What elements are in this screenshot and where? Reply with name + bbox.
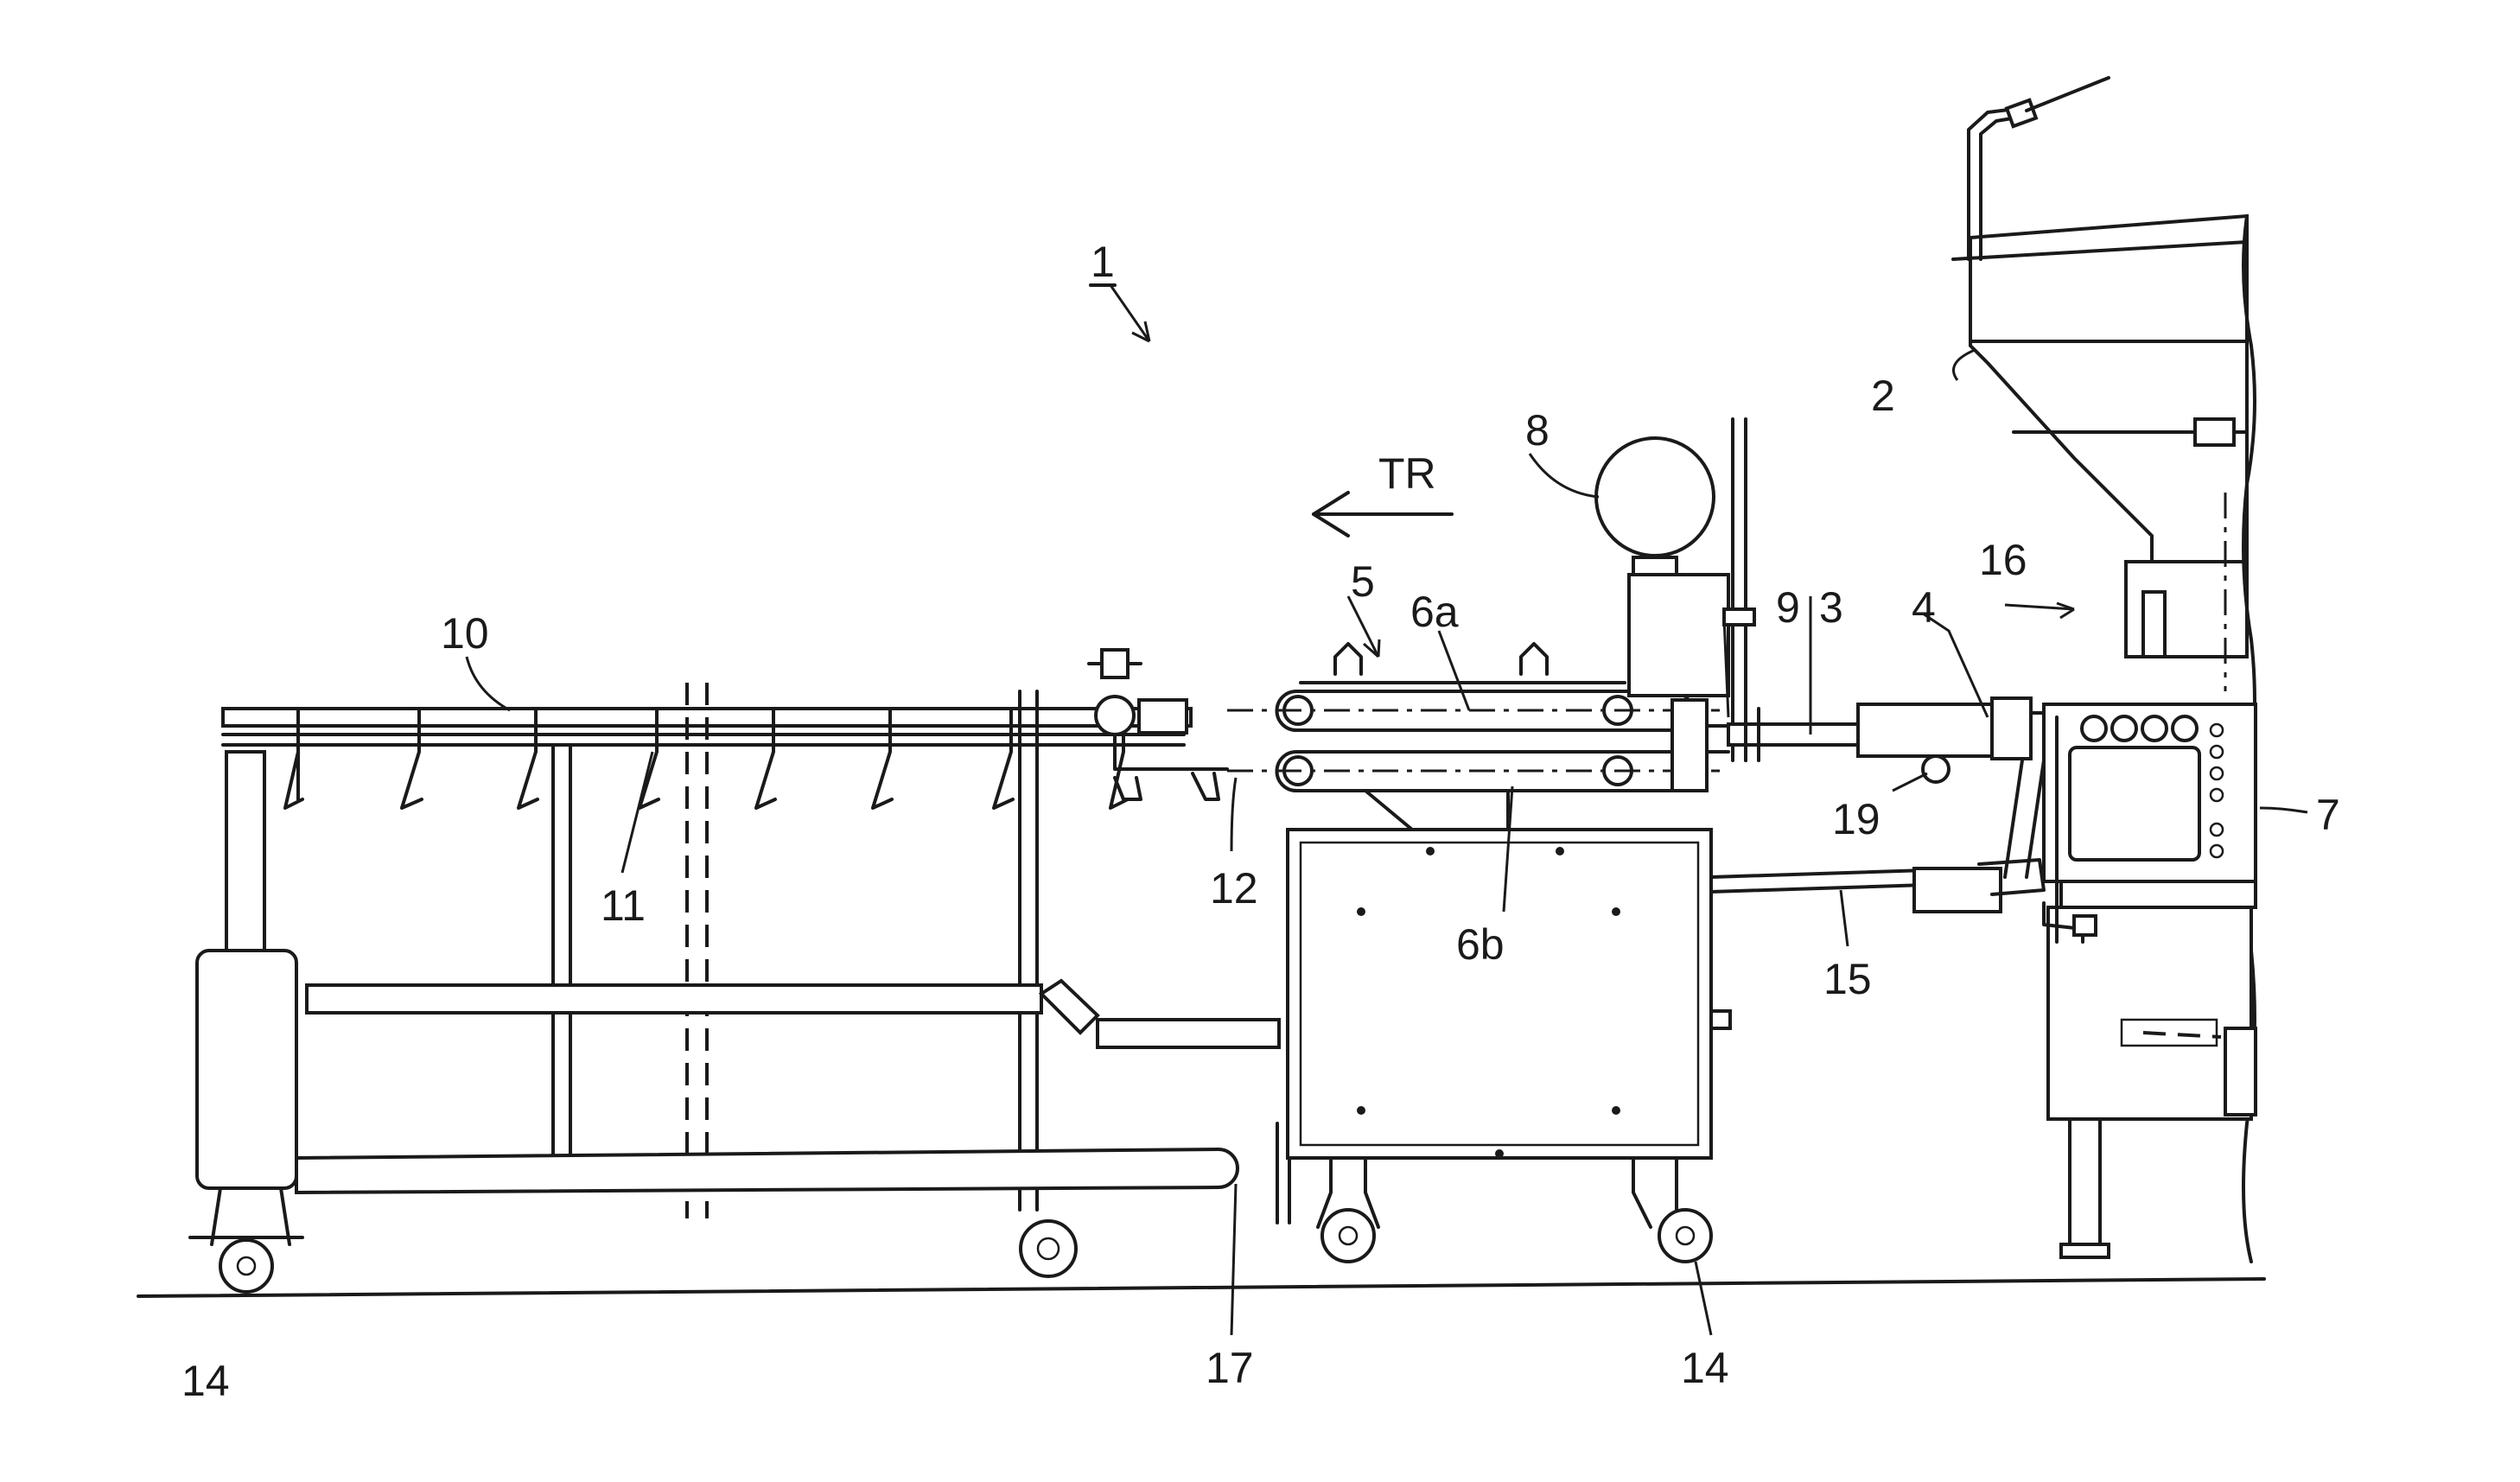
- reference-labels: 1 2 TR 8 16 5 6a 9 3 4 10 19 7 11 12 6b …: [181, 238, 2340, 1405]
- part-4: [1858, 704, 1992, 756]
- chute: [1041, 981, 1098, 1033]
- shelf: [307, 985, 1041, 1013]
- hanging-line-trolley: [190, 650, 1289, 1292]
- label-7: 7: [2316, 791, 2340, 839]
- label-6b: 6b: [1456, 920, 1505, 969]
- direction-arrow: [1314, 493, 1452, 536]
- filling-machine: [1711, 78, 2256, 1262]
- display: [2070, 747, 2199, 860]
- label-3: 3: [1819, 583, 1843, 632]
- label-tr: TR: [1378, 449, 1436, 498]
- label-17: 17: [1206, 1344, 1254, 1392]
- label-11: 11: [601, 881, 646, 930]
- bottom-bar-17: [296, 1149, 1238, 1193]
- caster-cabinet-right: [1659, 1210, 1711, 1262]
- reel-housing: [1629, 575, 1728, 696]
- left-post: [226, 752, 264, 951]
- reel-8: [1596, 438, 1714, 556]
- label-10: 10: [441, 609, 489, 658]
- label-1: 1: [1091, 238, 1115, 286]
- label-6a: 6a: [1410, 588, 1459, 636]
- cabinet: [1288, 830, 1711, 1158]
- caster-cabinet-left: [1322, 1210, 1374, 1262]
- linking-unit-5: [1227, 419, 1754, 1262]
- floor-line: [138, 1279, 2264, 1296]
- label-5: 5: [1351, 557, 1375, 606]
- label-4: 4: [1912, 583, 1936, 632]
- label-14-left: 14: [181, 1357, 230, 1405]
- label-2: 2: [1871, 372, 1895, 420]
- label-8: 8: [1525, 406, 1550, 455]
- label-14-mid: 14: [1681, 1344, 1729, 1392]
- caster-trolley: [1021, 1221, 1076, 1276]
- caster-left: [220, 1240, 272, 1292]
- left-column-base: [197, 951, 296, 1188]
- hopper-2: [1970, 216, 2247, 570]
- label-15: 15: [1823, 955, 1872, 1003]
- label-12: 12: [1210, 864, 1258, 913]
- tube-3: [1728, 724, 1875, 745]
- label-16: 16: [1979, 536, 2027, 584]
- label-19: 19: [1832, 795, 1880, 843]
- machine-base: [2048, 907, 2251, 1119]
- label-9: 9: [1776, 583, 1800, 632]
